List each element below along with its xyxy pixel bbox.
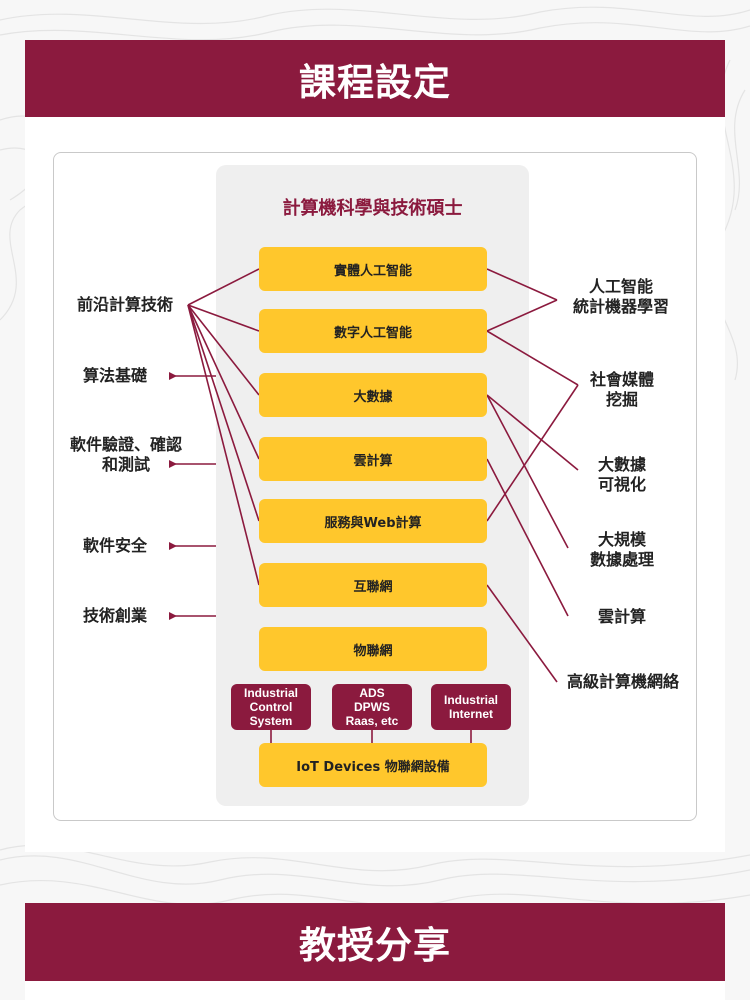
module-digital-ai: 數字人工智能	[259, 309, 487, 353]
subbox-ads-dpws: ADS DPWS Raas, etc	[332, 684, 412, 730]
left-topic-tech-entrepreneurship: 技術創業	[82, 606, 147, 625]
module-cloud-computing: 雲計算	[259, 437, 487, 481]
curriculum-section-title: 課程設定	[299, 60, 451, 104]
module-iot: 物聯網	[259, 627, 487, 671]
curriculum-banner: 課程設定	[25, 40, 725, 117]
subbox-industrial-internet: Industrial Internet	[431, 684, 511, 730]
right-topic-ai-statistical-ml: 人工智能 統計機器學習	[572, 277, 669, 316]
right-topic-advanced-networks: 高級計算機網絡	[566, 672, 679, 691]
module-service-web-computing: 服務與Web計算	[259, 499, 487, 543]
left-topic-algorithms: 算法基礎	[82, 366, 147, 385]
module-physical-ai: 實體人工智能	[259, 247, 487, 291]
iot-devices-box: IoT Devices 物聯網設備	[259, 743, 487, 787]
right-topic-large-scale-processing: 大規模 數據處理	[589, 530, 654, 569]
left-topic-frontier-computing: 前沿計算技術	[76, 295, 173, 314]
faculty-banner: 教授分享	[25, 903, 725, 981]
faculty-section-title: 教授分享	[299, 924, 451, 967]
left-topic-software-security: 軟件安全	[82, 536, 147, 555]
subbox-industrial-control-system: Industrial Control System	[231, 684, 311, 730]
right-topic-cloud-computing: 雲計算	[597, 607, 646, 626]
left-topic-software-verification: 軟件驗證、確認 和測試	[69, 435, 182, 474]
module-big-data: 大數據	[259, 373, 487, 417]
module-internet: 互聯網	[259, 563, 487, 607]
right-topic-big-data-visualization: 大數據 可視化	[597, 455, 646, 494]
right-topic-social-media-mining: 社會媒體 挖掘	[589, 370, 654, 409]
program-title: 計算機科學與技術碩士	[282, 198, 463, 219]
